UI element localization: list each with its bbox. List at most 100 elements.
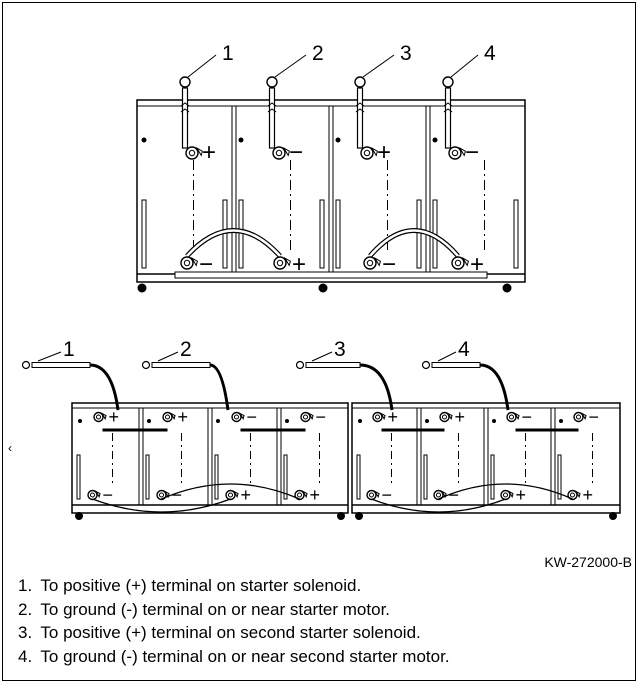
- terminal-clamp: [94, 490, 101, 499]
- positive-sign: +: [583, 485, 594, 505]
- terminal-icon: [433, 489, 447, 501]
- four-battery-parallel-diagram: +1−2+3−4−+−+: [136, 42, 526, 293]
- cable-break: [355, 102, 365, 113]
- cable-eyelet: [266, 76, 278, 88]
- terminal-clamp: [507, 490, 514, 499]
- positive-sign: +: [310, 485, 321, 505]
- terminal-bolt: [296, 492, 303, 498]
- terminal-clamp: [307, 412, 314, 421]
- terminal-icon: [162, 411, 176, 423]
- callout-leader: [311, 351, 333, 362]
- negative-sign: −: [465, 139, 479, 166]
- terminal-clamp: [458, 146, 466, 157]
- legend-item: 3. To positive (+) terminal on second st…: [18, 623, 421, 642]
- positive-sign: +: [109, 407, 120, 427]
- hold-down-rod: [76, 454, 81, 500]
- positive-sign: +: [470, 251, 484, 278]
- cable-eyelet: [421, 360, 431, 370]
- callout-leader: [450, 54, 479, 78]
- callout-label-2: 2: [180, 338, 192, 361]
- terminal-bolt: [435, 492, 442, 498]
- legend-list: 1. To positive (+) terminal on starter s…: [18, 574, 450, 668]
- mount-hole: [335, 137, 341, 143]
- terminal-icon: [372, 411, 386, 423]
- terminal-clamp: [373, 256, 381, 267]
- terminal-bolt: [502, 492, 509, 498]
- negative-sign: −: [449, 485, 460, 505]
- terminal-icon: [300, 411, 314, 423]
- terminal-bolt: [95, 414, 102, 420]
- battery-cable: [151, 362, 211, 368]
- rack-foot: [355, 512, 363, 520]
- terminal-icon: [451, 256, 469, 270]
- terminal-bolt: [158, 492, 165, 498]
- terminal-clamp: [232, 490, 239, 499]
- terminal-icon: [294, 489, 308, 501]
- legend-item: 4. To ground (-) terminal on or near sec…: [18, 646, 450, 666]
- terminal-icon: [360, 146, 378, 160]
- terminal-bolt: [366, 259, 374, 267]
- terminal-icon: [573, 411, 587, 423]
- callout-leader: [274, 54, 307, 78]
- cable-break: [267, 102, 277, 113]
- rack-foot: [137, 283, 147, 293]
- battery-cable: [444, 87, 452, 149]
- rack-foot: [502, 283, 512, 293]
- mount-hole: [492, 419, 496, 423]
- mount-hole: [238, 137, 244, 143]
- terminal-icon: [87, 489, 101, 501]
- terminal-bolt: [302, 414, 309, 420]
- callout-label-4: 4: [484, 42, 496, 65]
- terminal-icon: [93, 411, 107, 423]
- cable-eyelet: [21, 360, 31, 370]
- rack-foot: [609, 512, 617, 520]
- terminal-clamp: [282, 146, 290, 157]
- mount-hole: [358, 419, 362, 423]
- hold-down-rod: [319, 199, 325, 269]
- terminal-clamp: [446, 412, 453, 421]
- terminal-clamp: [370, 146, 378, 157]
- hold-down-rod: [513, 199, 519, 269]
- terminal-clamp: [513, 412, 520, 421]
- hold-down-rod: [557, 454, 562, 500]
- positive-sign: +: [377, 139, 391, 166]
- callout-label-4: 4: [458, 338, 470, 361]
- stray-mark: ‹: [8, 441, 12, 455]
- crossover-cable: [371, 498, 506, 513]
- negative-sign: −: [316, 407, 327, 427]
- terminal-bolt: [451, 149, 459, 157]
- callout-leader: [37, 351, 62, 362]
- terminal-bolt: [227, 492, 234, 498]
- rack-foot: [337, 512, 345, 520]
- callout-label-1: 1: [222, 42, 234, 65]
- terminal-clamp: [169, 412, 176, 421]
- terminal-clamp: [100, 412, 107, 421]
- terminal-clamp: [163, 490, 170, 499]
- cable-eyelet: [141, 360, 151, 370]
- cable-break: [443, 102, 453, 113]
- jumper-cable-core: [186, 229, 281, 257]
- crossover-cable: [92, 498, 231, 513]
- battery-rack: [136, 99, 526, 283]
- positive-sign: +: [292, 251, 306, 278]
- terminal-icon: [272, 146, 290, 160]
- terminal-bolt: [363, 149, 371, 157]
- mount-hole: [216, 419, 220, 423]
- cable-eyelet: [442, 76, 454, 88]
- legend-item: 1. To positive (+) terminal on starter s…: [18, 576, 362, 595]
- figure-id: KW-272000-B: [544, 554, 632, 570]
- cable-eyelet: [295, 360, 305, 370]
- mount-hole: [141, 137, 147, 143]
- terminal-clamp: [580, 412, 587, 421]
- hold-down-rod: [416, 199, 422, 269]
- terminal-icon: [273, 256, 291, 270]
- battery-cable: [431, 362, 481, 368]
- negative-sign: −: [199, 251, 213, 278]
- positive-sign: +: [388, 407, 399, 427]
- terminal-bolt: [368, 492, 375, 498]
- terminal-bolt: [275, 149, 283, 157]
- callout-label-3: 3: [334, 338, 346, 361]
